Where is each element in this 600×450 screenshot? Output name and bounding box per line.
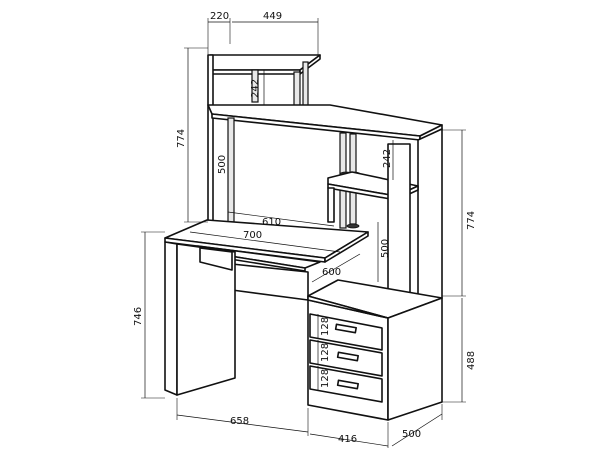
dim-right-post: 500 <box>380 239 391 258</box>
inner-posts <box>227 117 361 229</box>
dim-desk-height: 746 <box>133 307 144 326</box>
dimension-labels: 220 449 242 774 500 242 610 700 500 600 … <box>133 11 477 445</box>
drawer-handle-1 <box>334 323 357 334</box>
left-upright <box>207 54 214 223</box>
dimension-lines <box>141 18 466 448</box>
dim-pedestal-height: 488 <box>466 351 477 370</box>
main-upper-shelf <box>207 104 443 141</box>
dim-drawer-2: 128 <box>320 343 331 362</box>
dim-drawer-3: 128 <box>320 369 331 388</box>
right-column <box>417 128 443 306</box>
dim-pedestal-width: 416 <box>338 434 357 445</box>
dim-pedestal-depth: 500 <box>402 429 421 440</box>
dim-bottom-width: 658 <box>230 416 249 427</box>
dim-desk-width: 700 <box>243 230 262 241</box>
dim-right-riser: 242 <box>382 149 393 168</box>
dim-top-shelf-depth: 220 <box>210 11 229 22</box>
dim-upper-height: 774 <box>176 129 187 148</box>
dim-desk-inner-width: 610 <box>262 217 281 228</box>
drawer-handle-3 <box>336 379 359 390</box>
dim-post-left: 500 <box>217 155 228 174</box>
dim-desk-depth: 600 <box>322 267 341 278</box>
dim-drawer-1: 128 <box>320 317 331 336</box>
dim-top-shelf-width: 449 <box>263 11 282 22</box>
drawer-handle-2 <box>336 351 359 362</box>
drawers <box>309 313 383 403</box>
drawer-1 <box>309 313 383 351</box>
right-inner-panel <box>327 143 411 301</box>
dim-top-shelf-riser: 242 <box>250 79 261 98</box>
left-leg-panel <box>164 241 236 396</box>
desk-top <box>164 219 369 263</box>
dim-right-column: 774 <box>466 211 477 230</box>
